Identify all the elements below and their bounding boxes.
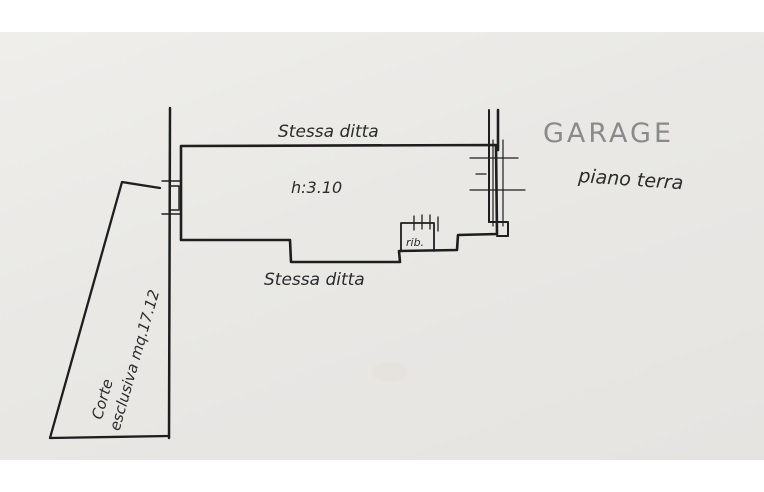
garage-outline [179, 143, 499, 264]
storage-nook [400, 222, 435, 252]
left-wall-line [167, 106, 172, 440]
storage-label: rib. [406, 236, 424, 249]
door-opening-marks [469, 139, 526, 227]
yard-outline [48, 180, 171, 440]
paper-sheet [0, 32, 764, 460]
yard-label-line2: esclusiva mq.17.12 [106, 288, 163, 433]
storage-hatch-marks [413, 214, 439, 232]
room-title: GARAGE [543, 118, 674, 149]
label-top: Stessa ditta [278, 122, 379, 142]
paper-smudge [372, 362, 408, 382]
right-wall-return [488, 221, 509, 237]
label-bottom: Stessa ditta [264, 270, 365, 290]
room-subtitle: piano terra [577, 165, 684, 194]
height-label: h:3.10 [291, 178, 342, 197]
left-opening [161, 180, 182, 215]
top-margin [0, 0, 764, 32]
bottom-margin [0, 460, 764, 492]
